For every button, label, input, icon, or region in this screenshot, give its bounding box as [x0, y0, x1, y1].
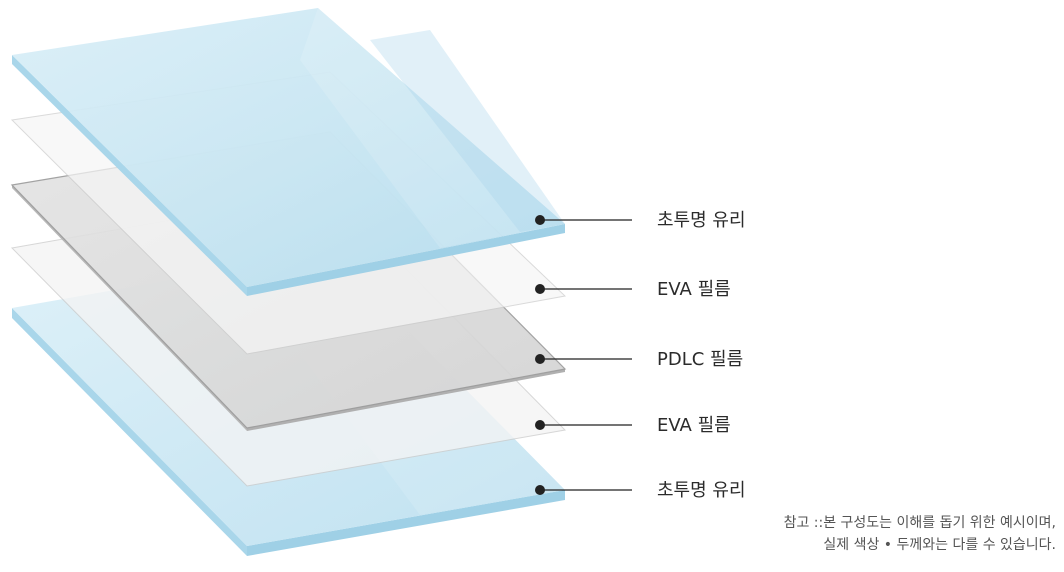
callout-dot	[535, 215, 545, 225]
layer-label: 초투명 유리	[657, 480, 746, 501]
layer-label: EVA 필름	[657, 279, 731, 300]
callout-5: 초투명 유리	[535, 480, 746, 501]
callout-3: PDLC 필름	[535, 349, 743, 370]
callout-1: 초투명 유리	[535, 210, 746, 231]
callout-dot	[535, 284, 545, 294]
layer-label: EVA 필름	[657, 415, 731, 436]
layer-label: PDLC 필름	[657, 349, 743, 370]
disclaimer-line-1: 참고 ::본 구성도는 이해를 돕기 위한 예시이며,	[783, 515, 1056, 531]
disclaimer-line-2: 실제 색상 • 두께와는 다를 수 있습니다.	[823, 537, 1056, 553]
layer-label: 초투명 유리	[657, 210, 746, 231]
callout-dot	[535, 485, 545, 495]
top-glass-layer	[12, 8, 565, 296]
callout-dot	[535, 354, 545, 364]
callout-4: EVA 필름	[535, 415, 731, 436]
callout-dot	[535, 420, 545, 430]
callout-2: EVA 필름	[535, 279, 731, 300]
disclaimer-note: 참고 ::본 구성도는 이해를 돕기 위한 예시이며, 실제 색상 • 두께와는…	[636, 512, 1056, 556]
